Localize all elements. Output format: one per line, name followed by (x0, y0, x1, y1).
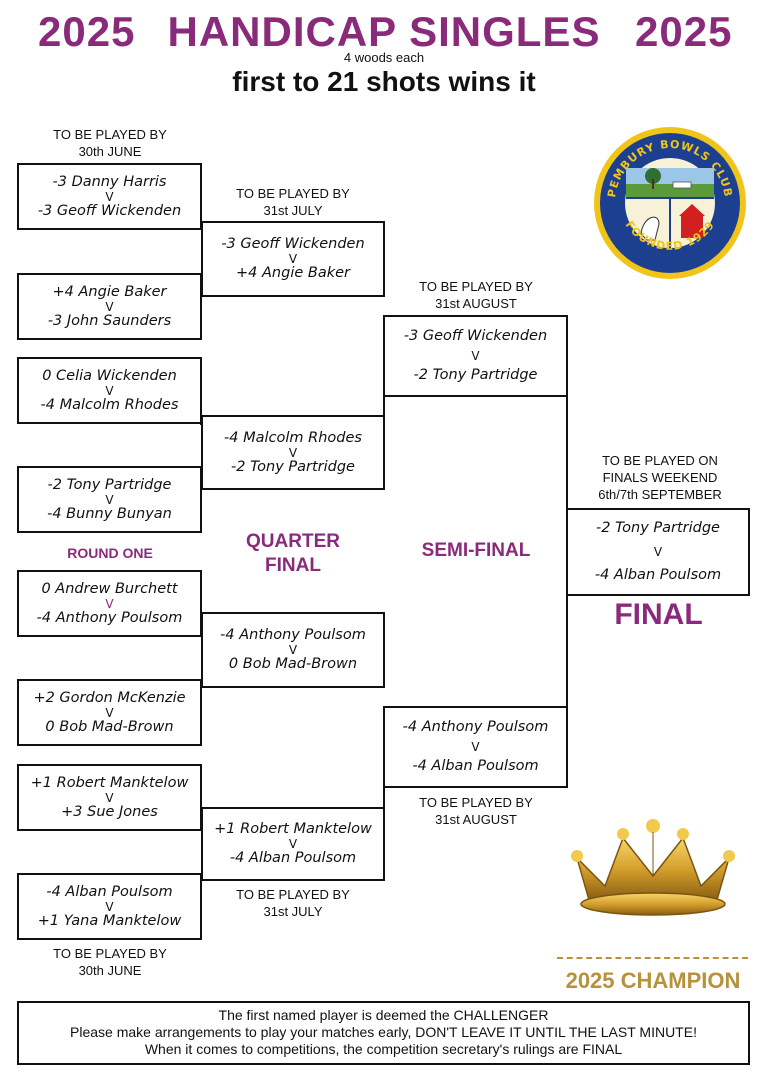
page-title: HANDICAP SINGLES (167, 8, 601, 55)
sf-match-1: -3 Geoff Wickenden V -2 Tony Partridge (383, 315, 568, 397)
club-logo: PEMBURY BOWLS CLUB FOUNDED 1929 (593, 124, 747, 282)
versus: V (288, 445, 298, 460)
player-name: 0 Bob Mad-Brown (228, 656, 358, 672)
player-name: 0 Bob Mad-Brown (45, 718, 174, 735)
player-name: -4 Alban Poulsom (412, 758, 539, 774)
player-name: -2 Tony Partridge (596, 520, 720, 536)
versus: V (105, 299, 114, 314)
connector (383, 788, 385, 808)
player-name: -4 Anthony Poulsom (220, 627, 366, 643)
r1-match-5: 0 Andrew Burchett V -4 Anthony Poulsom (17, 570, 202, 637)
crown-icon (565, 818, 741, 918)
player-name: +4 Angie Baker (52, 283, 167, 300)
player-name: -2 Tony Partridge (413, 367, 538, 383)
versus: V (105, 899, 114, 914)
versus: V (105, 189, 114, 204)
player-name: -2 Tony Partridge (47, 476, 172, 493)
r1-match-6: +2 Gordon McKenzie V 0 Bob Mad-Brown (17, 679, 202, 746)
footer-line: The first named player is deemed the CHA… (218, 1007, 549, 1023)
r1-match-3: 0 Celia Wickenden V -4 Malcolm Rhodes (17, 357, 202, 424)
champion-divider (557, 957, 748, 959)
player-name: +1 Yana Manktelow (37, 912, 182, 929)
player-name: 0 Andrew Burchett (41, 580, 178, 597)
qf-match-2: -4 Malcolm Rhodes V -2 Tony Partridge (201, 415, 385, 490)
footer-line: When it comes to competitions, the compe… (144, 1041, 623, 1057)
player-name: +1 Robert Manktelow (214, 821, 372, 837)
player-name: -3 John Saunders (47, 312, 172, 329)
champion-label: 2025 CHAMPION (565, 968, 741, 993)
year-right: 2025 (635, 8, 733, 55)
player-name: -4 Malcolm Rhodes (224, 429, 362, 446)
versus: V (105, 492, 114, 507)
qf-match-1: -3 Geoff Wickenden V +4 Angie Baker (201, 221, 385, 297)
club-logo-emblem: PEMBURY BOWLS CLUB FOUNDED 1929 (594, 127, 746, 279)
player-name: -4 Anthony Poulsom (36, 609, 183, 626)
final-label: FINAL (614, 598, 703, 631)
versus: V (471, 740, 480, 754)
player-name: -4 Malcolm Rhodes (40, 396, 179, 413)
qf-match-4: +1 Robert Manktelow V -4 Alban Poulsom (201, 807, 385, 881)
player-name: -2 Tony Partridge (231, 458, 355, 475)
r1-match-8: -4 Alban Poulsom V +1 Yana Manktelow (17, 873, 202, 940)
year-left: 2025 (38, 8, 136, 55)
player-name: +3 Sue Jones (61, 803, 158, 820)
versus: V (288, 837, 298, 851)
player-name: -4 Alban Poulsom (229, 850, 357, 866)
r1-match-2: +4 Angie Baker V -3 John Saunders (17, 273, 202, 340)
versus: V (105, 790, 114, 805)
r1-match-4: -2 Tony Partridge V -4 Bunny Bunyan (17, 466, 202, 533)
player-name: -4 Alban Poulsom (594, 567, 722, 583)
player-name: +4 Angie Baker (236, 265, 350, 281)
player-name: -4 Bunny Bunyan (47, 505, 172, 522)
player-name: -3 Geoff Wickenden (37, 202, 182, 219)
sf-match-2: -4 Anthony Poulsom V -4 Alban Poulsom (383, 706, 568, 788)
player-name: 0 Celia Wickenden (42, 367, 177, 384)
player-name: +1 Robert Manktelow (30, 774, 189, 791)
semi-final-label: SEMI-FINAL (421, 540, 531, 561)
versus: V (288, 252, 298, 266)
versus: V (105, 705, 114, 720)
qf-match-3: -4 Anthony Poulsom V 0 Bob Mad-Brown (201, 612, 385, 688)
round-one-label: ROUND ONE (67, 545, 153, 561)
versus: V (105, 383, 114, 398)
player-name: -4 Anthony Poulsom (402, 719, 549, 735)
player-name: -4 Alban Poulsom (46, 883, 173, 900)
footer-line: Please make arrangements to play your ma… (70, 1024, 697, 1040)
final-match: -2 Tony Partridge V -4 Alban Poulsom (566, 508, 750, 596)
player-name: +2 Gordon McKenzie (33, 689, 186, 706)
versus: V (105, 596, 114, 611)
r1-match-7: +1 Robert Manktelow V +3 Sue Jones (17, 764, 202, 831)
player-name: -3 Danny Harris (52, 173, 167, 190)
match-rule: first to 21 shots wins it (232, 66, 536, 97)
woods-note: 4 woods each (343, 50, 425, 65)
versus: V (471, 349, 480, 363)
versus: V (288, 643, 298, 657)
player-name: -3 Geoff Wickenden (403, 328, 548, 344)
r1-match-1: -3 Danny Harris V -3 Geoff Wickenden (17, 163, 202, 230)
versus: V (653, 545, 663, 559)
player-name: -3 Geoff Wickenden (221, 236, 365, 252)
footer-notes: The first named player is deemed the CHA… (17, 1001, 750, 1065)
